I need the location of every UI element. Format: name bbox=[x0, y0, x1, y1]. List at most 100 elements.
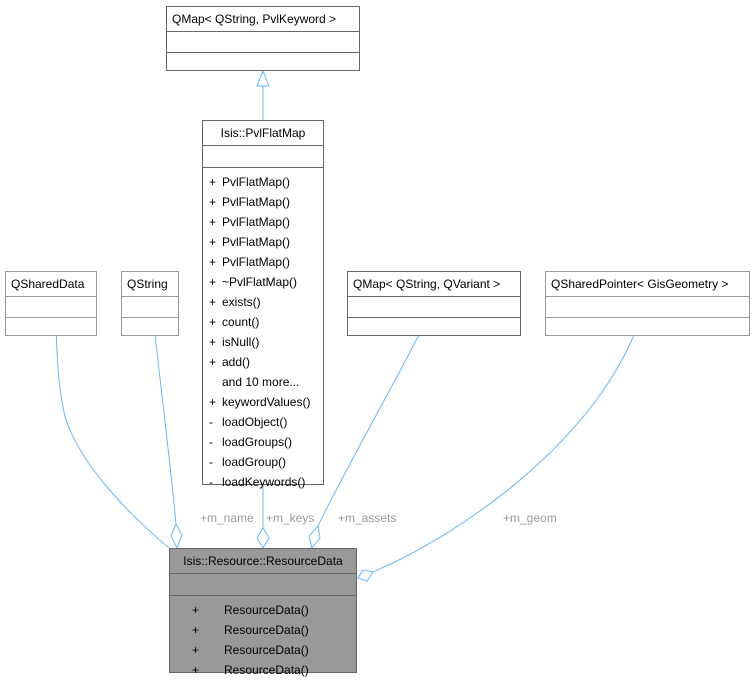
operation-row: + ~PvlFlatMap() bbox=[203, 272, 323, 292]
operation-row: -loadObject() bbox=[203, 412, 323, 432]
operation-name: ResourceData() bbox=[224, 643, 309, 657]
edge-label-m-assets: +m_assets bbox=[338, 511, 397, 525]
attributes-section bbox=[203, 145, 323, 167]
visibility: - bbox=[209, 435, 213, 449]
attributes-section bbox=[122, 296, 178, 317]
visibility: + bbox=[192, 663, 200, 677]
composition-diamond bbox=[256, 527, 270, 549]
edge-m-geom bbox=[372, 334, 635, 573]
class-qshareddata[interactable]: QSharedData bbox=[5, 271, 97, 336]
visibility: + bbox=[209, 395, 217, 409]
attributes-section bbox=[167, 31, 359, 52]
operation-name: loadGroup() bbox=[222, 455, 287, 469]
visibility: + bbox=[209, 355, 217, 369]
class-pvlflatmap[interactable]: Isis::PvlFlatMap +PvlFlatMap() +PvlFlatM… bbox=[202, 120, 324, 489]
operation-row: + count() bbox=[203, 312, 323, 332]
operations-section bbox=[348, 317, 520, 338]
operation-name: ~PvlFlatMap() bbox=[222, 275, 298, 289]
operation-name: ResourceData() bbox=[224, 603, 309, 617]
class-title: QMap< QString, PvlKeyword > bbox=[172, 12, 337, 26]
operation-row: + ResourceData() bbox=[170, 640, 356, 660]
operation-row-more[interactable]: and 10 more... bbox=[203, 372, 323, 392]
class-title: QSharedPointer< GisGeometry > bbox=[551, 277, 729, 291]
class-title: Isis::PvlFlatMap bbox=[220, 126, 306, 140]
class-qsharedpointer-gisgeometry[interactable]: QSharedPointer< GisGeometry > bbox=[545, 271, 750, 336]
class-title: QString bbox=[127, 277, 168, 291]
operation-name: ResourceData() bbox=[224, 663, 309, 677]
visibility: + bbox=[209, 315, 217, 329]
operation-name: PvlFlatMap() bbox=[222, 215, 291, 229]
operation-name: PvlFlatMap() bbox=[222, 195, 291, 209]
visibility: - bbox=[209, 415, 213, 429]
operation-row: + keywordValues() bbox=[203, 392, 323, 412]
visibility: + bbox=[192, 603, 200, 617]
edge-m-name bbox=[151, 307, 177, 525]
operation-name: exists() bbox=[222, 295, 261, 309]
operation-row: + add() bbox=[203, 352, 323, 372]
operation-row: + PvlFlatMap() bbox=[203, 192, 323, 212]
operation-row: + PvlFlatMap() bbox=[203, 212, 323, 232]
operations-section bbox=[546, 317, 749, 338]
operation-name: count() bbox=[222, 315, 260, 329]
edge-inherit-qshareddata bbox=[55, 321, 170, 549]
attributes-section bbox=[6, 296, 96, 317]
attributes-section bbox=[546, 296, 749, 317]
operation-row: -loadKeywords() bbox=[203, 472, 323, 492]
operation-row: + isNull() bbox=[203, 332, 323, 352]
visibility: - bbox=[209, 475, 213, 489]
operation-name: isNull() bbox=[222, 335, 260, 349]
operation-name: add() bbox=[222, 355, 251, 369]
class-title: QSharedData bbox=[11, 277, 85, 291]
visibility: + bbox=[209, 295, 217, 309]
operation-row: + ResourceData() bbox=[170, 600, 356, 620]
operation-name: PvlFlatMap() bbox=[222, 175, 291, 189]
operation-row: + PvlFlatMap() bbox=[203, 232, 323, 252]
visibility: + bbox=[209, 175, 217, 189]
composition-diamond bbox=[170, 522, 183, 550]
composition-diamond bbox=[357, 569, 374, 582]
more-operations-link[interactable]: and 10 more... bbox=[222, 375, 300, 389]
visibility: + bbox=[209, 335, 217, 349]
visibility: - bbox=[209, 455, 213, 469]
edge-m-assets bbox=[317, 334, 420, 527]
operation-name: PvlFlatMap() bbox=[222, 255, 291, 269]
attributes-section bbox=[170, 573, 356, 595]
class-qmap-qvariant[interactable]: QMap< QString, QVariant > bbox=[347, 271, 521, 336]
operations-section bbox=[122, 317, 178, 338]
class-resourcedata[interactable]: Isis::Resource::ResourceData +ResourceDa… bbox=[169, 548, 357, 677]
operations-section: + ResourceData() + ResourceData() + Resourc… bbox=[170, 595, 356, 682]
class-title: Isis::Resource::ResourceData bbox=[183, 554, 343, 568]
attributes-section bbox=[348, 296, 520, 317]
operation-row: + ResourceData() bbox=[170, 620, 356, 640]
operation-row: + PvlFlatMap() bbox=[203, 252, 323, 272]
edge-label-m-name: +m_name bbox=[200, 511, 254, 525]
visibility: + bbox=[209, 215, 217, 229]
composition-diamond bbox=[308, 524, 321, 550]
operations-section: + PvlFlatMap() + PvlFlatMap() + PvlFlatMap(… bbox=[203, 167, 323, 494]
operation-row: + PvlFlatMap() bbox=[203, 172, 323, 192]
operations-section bbox=[6, 317, 96, 338]
edge-label-m-keys: +m_keys bbox=[266, 511, 315, 525]
visibility: + bbox=[209, 195, 217, 209]
inherit-arrowhead bbox=[256, 69, 270, 87]
operation-row: -loadGroup() bbox=[203, 452, 323, 472]
visibility: + bbox=[192, 643, 200, 657]
operation-name: ResourceData() bbox=[224, 623, 309, 637]
operation-name: keywordValues() bbox=[222, 395, 311, 409]
visibility: + bbox=[192, 623, 200, 637]
operation-row: -loadGroups() bbox=[203, 432, 323, 452]
class-qstring[interactable]: QString bbox=[121, 271, 179, 336]
operations-section bbox=[167, 52, 359, 73]
visibility: + bbox=[209, 275, 217, 289]
operation-name: loadGroups() bbox=[222, 435, 293, 449]
class-qmap-pvlkeyword[interactable]: QMap< QString, PvlKeyword > bbox=[166, 6, 360, 71]
operation-row: + exists() bbox=[203, 292, 323, 312]
operation-name: loadKeywords() bbox=[222, 475, 306, 489]
visibility: + bbox=[209, 235, 217, 249]
edge-label-m-geom: +m_geom bbox=[503, 511, 557, 525]
operation-name: PvlFlatMap() bbox=[222, 235, 291, 249]
class-title: QMap< QString, QVariant > bbox=[353, 277, 501, 291]
visibility: + bbox=[209, 255, 217, 269]
operation-name: loadObject() bbox=[222, 415, 288, 429]
